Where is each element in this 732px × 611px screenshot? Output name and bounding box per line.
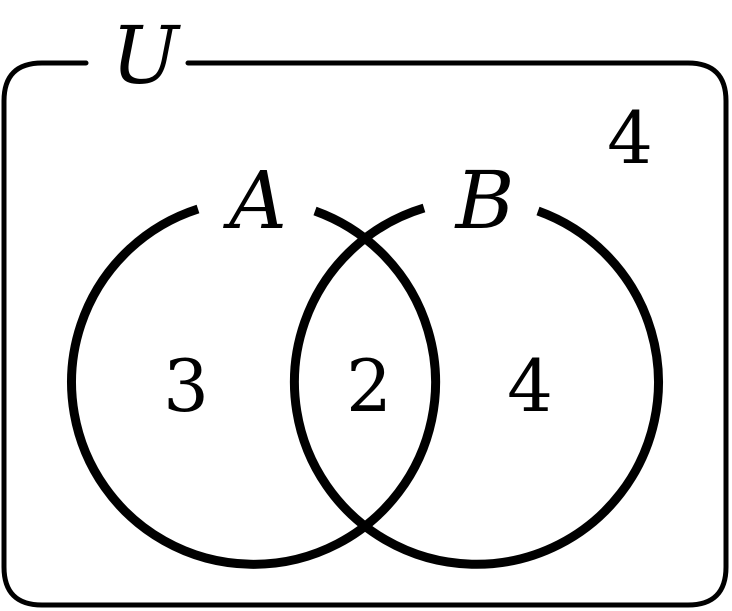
b-only-count: 4: [507, 344, 553, 428]
outside-count: 4: [607, 96, 653, 180]
set-a-circle: [67, 204, 441, 569]
universe-label: U: [111, 9, 181, 102]
universe-boundary: [1, 60, 729, 608]
set-b-label: B: [454, 154, 515, 247]
set-b-circle: [289, 203, 663, 569]
a-only-count: 3: [163, 344, 209, 428]
set-a-label: A: [222, 154, 287, 247]
intersection-count: 2: [346, 344, 392, 428]
